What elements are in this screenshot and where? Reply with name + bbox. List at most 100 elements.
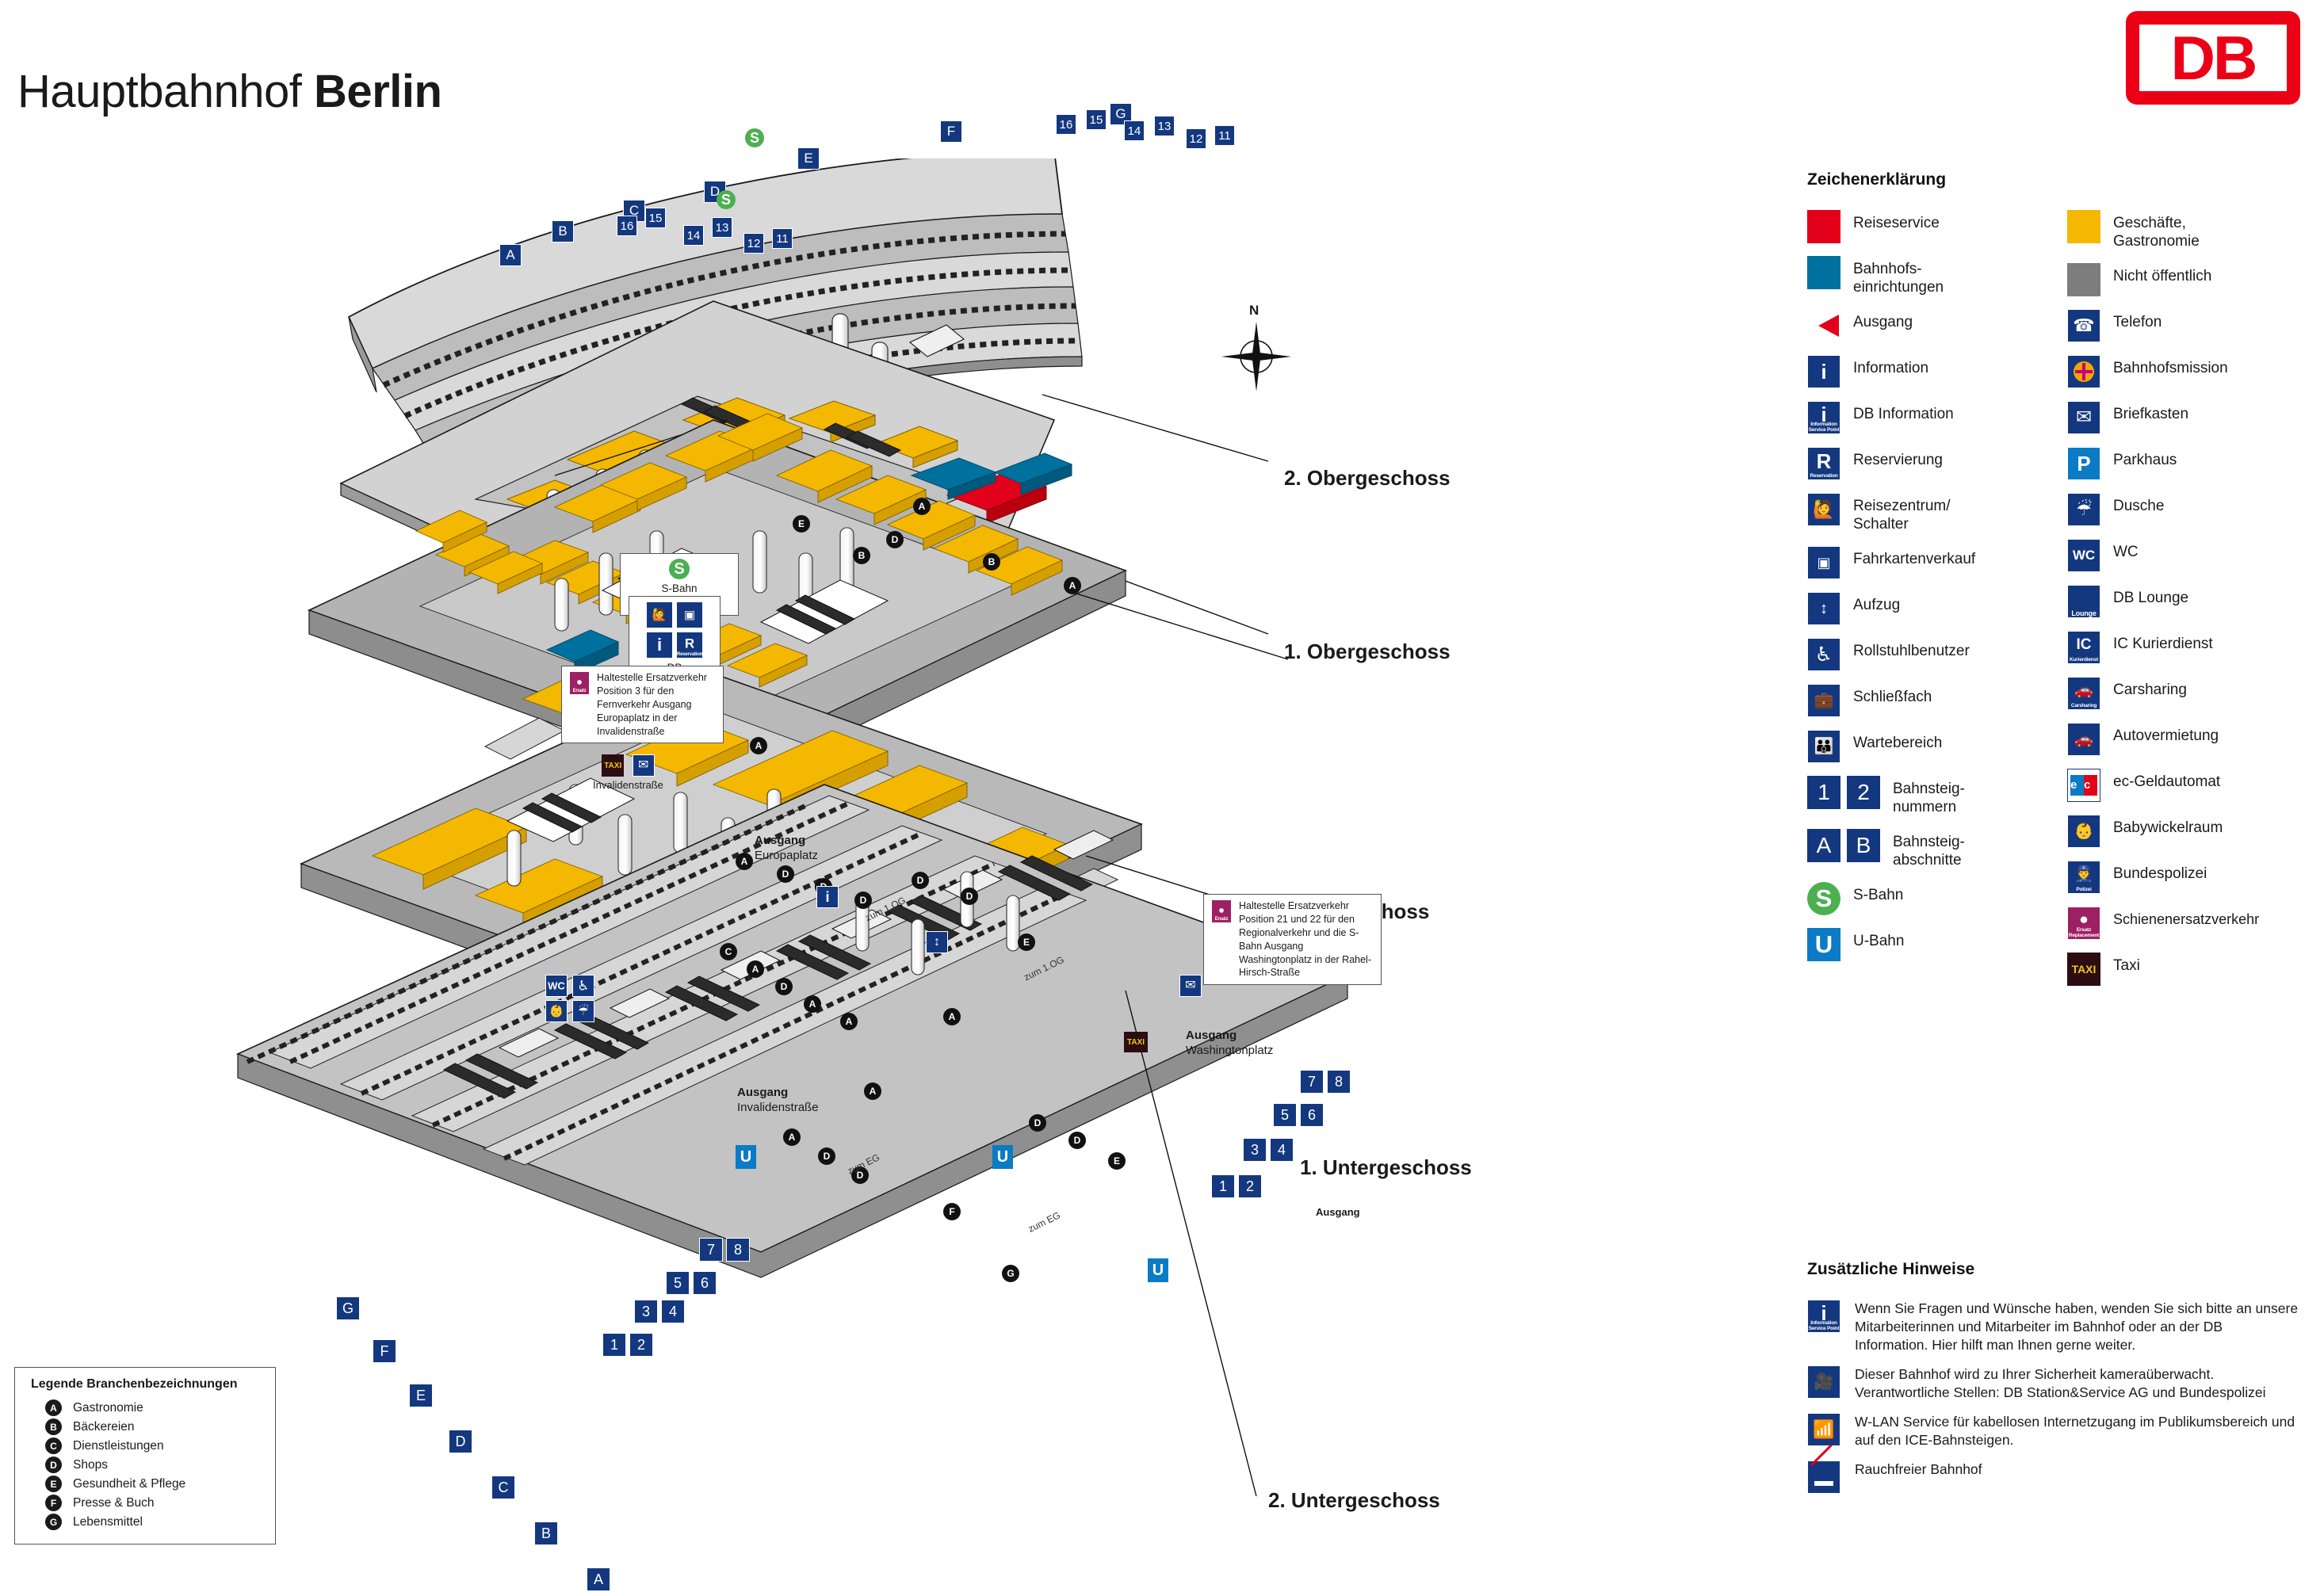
- teal-swatch: [1807, 256, 1840, 289]
- branch-key: F: [45, 1495, 62, 1511]
- legend-label: Nicht öffentlich: [2113, 268, 2212, 284]
- platform-number-13-north: 13: [1154, 116, 1175, 136]
- exit-label: Ausgang: [737, 1086, 789, 1099]
- legend-item-babywickelraum: 👶 Babywickelraum: [2067, 815, 2313, 848]
- exit-sub: Washingtonplatz: [1186, 1043, 1274, 1057]
- ug-platform-7: 7: [699, 1238, 723, 1262]
- rail-replacement-icon: ⏺Ersatz: [1211, 899, 1232, 923]
- ug-section-F: F: [373, 1339, 396, 1363]
- legend-title: Zeichenerklärung: [1807, 170, 1947, 189]
- legend-item-u-bahn: U U-Bahn: [1807, 928, 2053, 961]
- branch-dot-D: D: [886, 531, 904, 548]
- legend-item-taxi: TAXI Taxi: [2067, 953, 2313, 986]
- ug-section-E: E: [409, 1384, 433, 1407]
- branch-dot-A: A: [1064, 577, 1081, 594]
- legend-label: Bahnhofs- einrichtungen: [1853, 261, 1944, 296]
- legend-item-telefon: ☎ Telefon: [2067, 309, 2313, 342]
- u-bahn-icon: U: [1807, 928, 1840, 961]
- u-bahn-icon: U: [736, 1145, 756, 1169]
- wc-icon: WC: [2067, 539, 2100, 572]
- branch-item-F: F Presse & Buch: [45, 1495, 264, 1511]
- ug-platform-8: 8: [726, 1238, 750, 1262]
- branch-dot-D: D: [961, 888, 978, 905]
- legend-label: Reisezentrum/ Schalter: [1853, 498, 1951, 533]
- branch-dot-A: A: [864, 1082, 881, 1100]
- platform-number-15: 15: [645, 208, 666, 228]
- floor-label-1og: 1. Obergeschoss: [1284, 640, 1451, 663]
- callout-ersatzverkehr-invalidenstrasse: ⏺Ersatz Haltestelle Ersatzverkehr Positi…: [561, 666, 724, 744]
- hinweis-text: Wenn Sie Fragen und Wünsche haben, wende…: [1855, 1300, 2299, 1353]
- branch-dot-D: D: [818, 1147, 835, 1165]
- elevator-icon: ↕: [1807, 592, 1840, 625]
- legend-item-autovermietung: 🚗 Autovermietung: [2067, 723, 2313, 756]
- legend-label: Reiseservice: [1853, 215, 1940, 231]
- s-bahn-icon: S: [1807, 882, 1840, 915]
- legend-label: DB Lounge: [2113, 590, 2189, 606]
- ug-section-D: D: [449, 1430, 472, 1453]
- branch-dot-D: D: [912, 872, 929, 889]
- mailbox-icon: ✉: [2067, 401, 2100, 434]
- ug-platform-6: 6: [693, 1271, 717, 1295]
- legend-item-bahnsteignummern: 1 2 Bahnsteig- nummern: [1807, 776, 2053, 816]
- legend-column-right: Geschäfte, Gastronomie Nicht öffentlich …: [2067, 210, 2313, 998]
- parking-garage-icon: P: [2067, 447, 2100, 480]
- legend-item-nicht-oeffentlich: Nicht öffentlich: [2067, 263, 2313, 296]
- platform-section-E: E: [797, 147, 820, 170]
- branch-dot-D: D: [775, 978, 793, 995]
- legend-label: Bahnhofsmission: [2113, 360, 2228, 376]
- branch-dot-E: E: [793, 515, 810, 533]
- platform-number-12-north: 12: [1186, 128, 1206, 149]
- branchen-title: Legende Branchenbezeichnungen: [31, 1377, 238, 1391]
- ug-platform-6-east: 6: [1300, 1103, 1324, 1127]
- ug-platform-4-east: 4: [1270, 1138, 1294, 1162]
- car-rental-icon: 🚗: [2067, 723, 2100, 756]
- legend-label: Bundespolizei: [2113, 865, 2207, 882]
- branch-item-A: A Gastronomie: [45, 1399, 264, 1416]
- legend-label: Aufzug: [1853, 597, 1901, 613]
- wheelchair-icon: ♿: [1807, 638, 1840, 671]
- compass-north-label: N: [1249, 303, 1259, 318]
- waiting-area-icon: 👪: [1807, 730, 1840, 763]
- branch-label: Lebensmittel: [73, 1514, 143, 1529]
- branch-label: Presse & Buch: [73, 1495, 155, 1510]
- legend-item-briefkasten: ✉ Briefkasten: [2067, 401, 2313, 434]
- branch-key: C: [45, 1438, 62, 1454]
- legend-item-geschaefte: Geschäfte, Gastronomie: [2067, 210, 2313, 250]
- platform-number-13: 13: [712, 217, 732, 238]
- legend-item-bahnhofseinrichtungen: Bahnhofs- einrichtungen: [1807, 256, 2053, 296]
- legend-label: Wartebereich: [1853, 735, 1943, 751]
- ug-platform-3-east: 3: [1243, 1138, 1267, 1162]
- carsharing-icon: 🚗Carsharing: [2067, 677, 2100, 710]
- legend-label: S-Bahn: [1853, 887, 1904, 903]
- callout-ersatzverkehr-washingtonplatz: ⏺Ersatz Haltestelle Ersatzverkehr Positi…: [1203, 894, 1382, 986]
- mailbox-icon: ✉: [1179, 975, 1202, 997]
- db-logo: DB: [2126, 11, 2300, 105]
- grey-swatch: [2067, 263, 2100, 296]
- s-bahn-icon: S: [717, 190, 736, 209]
- branch-key: E: [45, 1476, 62, 1492]
- u-bahn-icon: U: [992, 1145, 1013, 1169]
- legend-item-wartebereich: 👪 Wartebereich: [1807, 730, 2053, 763]
- legend-item-information: i Information: [1807, 355, 2053, 388]
- legend-label: Rollstuhlbenutzer: [1853, 643, 1970, 659]
- legend-item-bundespolizei: 👮Polizei Bundespolizei: [2067, 861, 2313, 894]
- elevator-icon: ↕: [926, 931, 948, 953]
- ug-platform-5-east: 5: [1273, 1103, 1297, 1127]
- legend-label: Bahnsteig- abschnitte: [1893, 834, 1965, 869]
- legend-item-parkhaus: P Parkhaus: [2067, 447, 2313, 480]
- branch-dot-A: A: [736, 853, 753, 870]
- callout-text: Haltestelle Ersatzverkehr Position 21 un…: [1239, 900, 1371, 979]
- wc-icon: WC: [545, 975, 568, 997]
- platform-number-sample-2: 2: [1847, 776, 1880, 809]
- legend-item-ausgang: Ausgang: [1807, 309, 2053, 342]
- travel-centre-icon: 🙋: [1807, 493, 1840, 526]
- legend-label: Bahnsteig- nummern: [1893, 781, 1965, 815]
- platform-number-14: 14: [683, 225, 704, 246]
- page-title: Hauptbahnhof Berlin: [17, 65, 442, 118]
- ug-platform-8-east: 8: [1327, 1070, 1351, 1094]
